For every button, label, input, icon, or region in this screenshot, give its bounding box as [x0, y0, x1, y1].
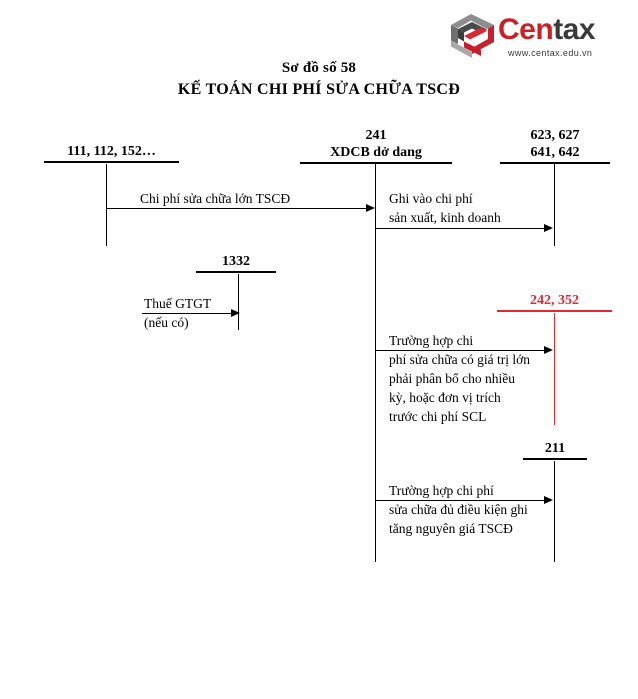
account-expense-line1: 623, 627: [530, 128, 580, 143]
flow-label-repair-cost: Chi phí sửa chữa lớn TSCĐ: [140, 191, 291, 206]
account-prepaid-number: 242, 352: [497, 292, 612, 312]
account-line-prepaid: [554, 313, 555, 425]
account-line-source: [106, 164, 107, 246]
account-header-expense: 623, 627 641, 642: [500, 127, 610, 164]
flow-label-capitalize: Trường hợp chi phí sửa chữa đủ điều kiện…: [389, 483, 528, 536]
arrowhead-capitalize-icon: [544, 496, 553, 504]
arrowhead-vat-tax-icon: [231, 309, 240, 317]
flow-label-vat-tax: Thuế GTGT (nếu có): [144, 296, 212, 330]
diagram-number: Sơ đồ số 58: [281, 60, 357, 76]
flow-arrow-capitalize: [375, 500, 545, 501]
account-header-source: 111, 112, 152…: [44, 143, 179, 163]
account-fixed-asset-number: 211: [523, 440, 587, 460]
page-title: KẾ TOÁN CHI PHÍ SỬA CHỮA TSCĐ: [177, 81, 461, 98]
flow-arrow-to-production: [375, 228, 545, 229]
logo-word-red: Cen: [498, 13, 554, 46]
arrowhead-allocate-icon: [544, 346, 553, 354]
centax-wordmark: Centax: [498, 13, 596, 46]
account-center-number: 241: [365, 128, 387, 143]
account-source-label: 111, 112, 152…: [44, 143, 179, 163]
flow-arrow-allocate: [375, 350, 545, 351]
account-line-vat: [238, 274, 239, 330]
account-header-prepaid: 242, 352: [497, 292, 612, 312]
account-line-center: [375, 164, 376, 562]
centax-logo: Centax www.centax.edu.vn: [448, 12, 624, 64]
account-line-fixed-asset: [554, 461, 555, 562]
centax-hexagon-logo-icon: [451, 14, 494, 58]
account-center-name: XDCB dở dang: [300, 144, 452, 164]
flow-arrow-vat-tax: [142, 313, 232, 314]
account-header-fixed-asset: 211: [523, 440, 587, 460]
account-line-expense: [554, 164, 555, 246]
flow-label-to-production: Ghi vào chi phí sản xuất, kinh doanh: [389, 191, 501, 225]
arrowhead-repair-cost-icon: [366, 204, 375, 212]
logo-url-text: www.centax.edu.vn: [508, 48, 593, 58]
flow-label-allocate: Trường hợp chi phí sửa chữa có giá trị l…: [389, 333, 530, 424]
account-header-vat: 1332: [196, 253, 276, 273]
account-vat-number: 1332: [196, 253, 276, 273]
logo-word-dark: tax: [553, 13, 596, 46]
arrowhead-to-production-icon: [544, 224, 553, 232]
flow-arrow-repair-cost: [106, 208, 367, 209]
account-expense-line2: 641, 642: [500, 144, 610, 164]
account-header-center: 241 XDCB dở dang: [300, 127, 452, 164]
